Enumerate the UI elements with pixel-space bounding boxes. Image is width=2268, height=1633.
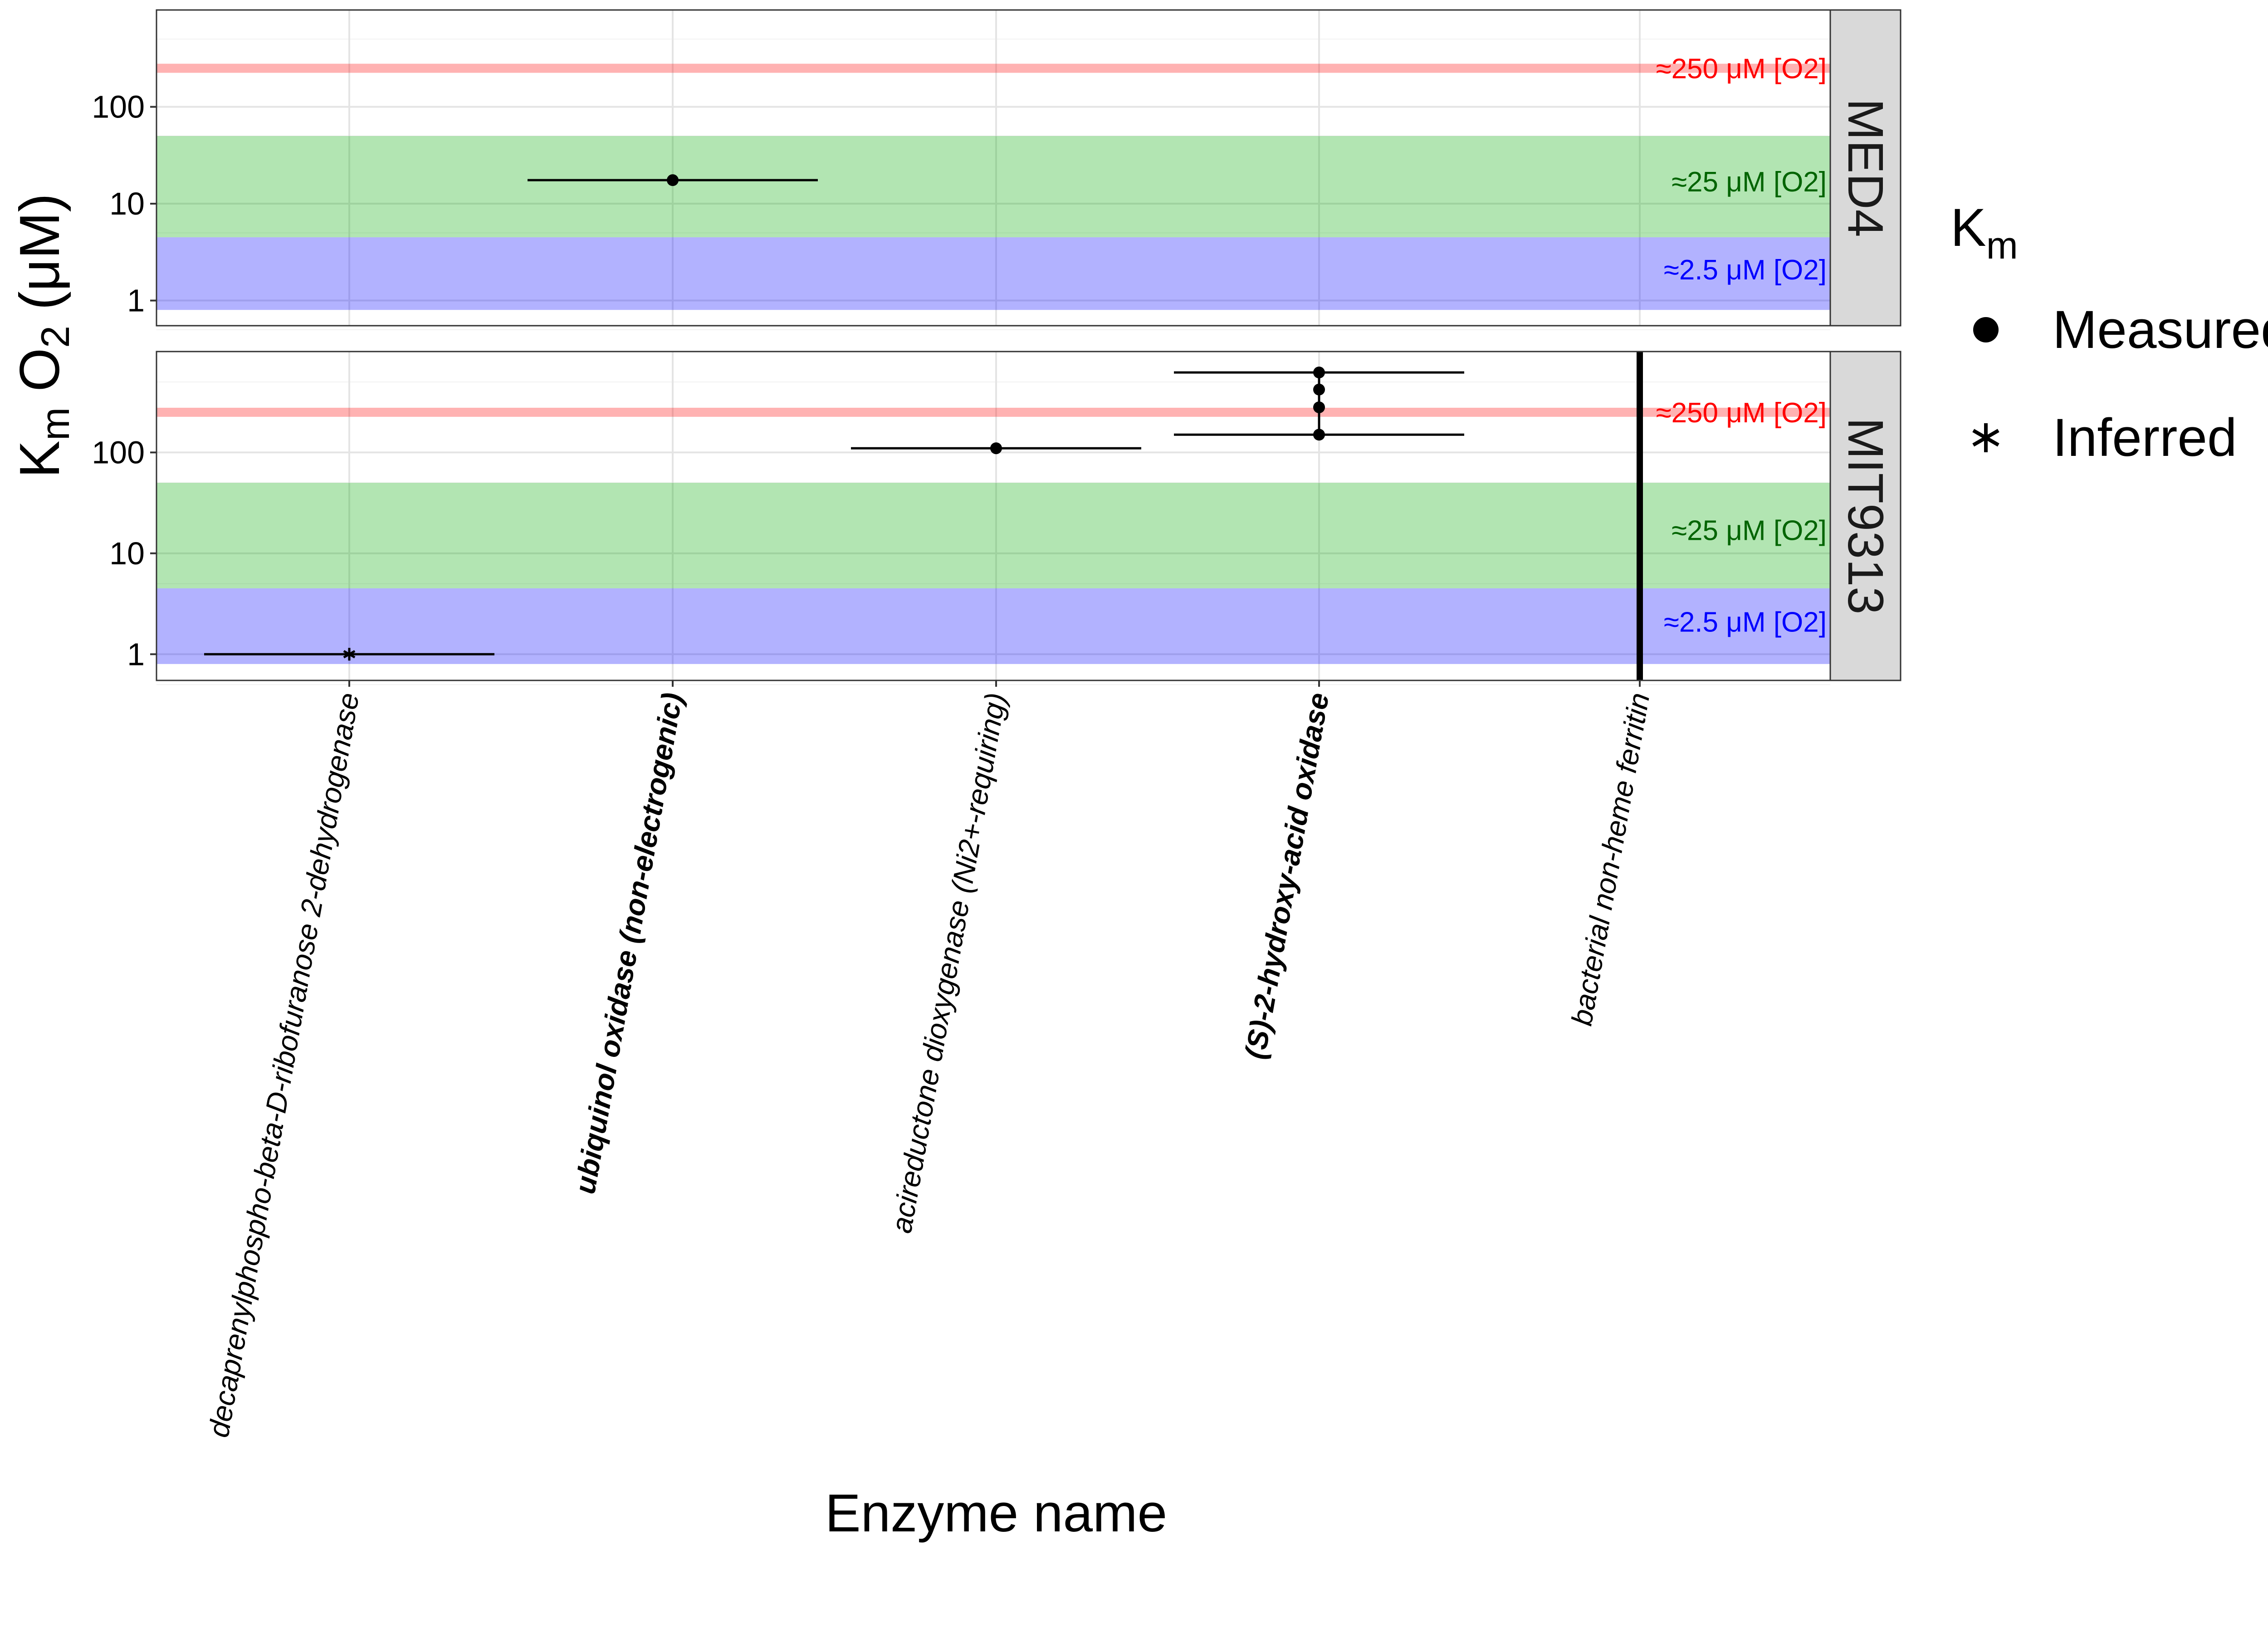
point-measured xyxy=(1313,401,1325,413)
point-measured xyxy=(667,174,679,186)
y-axis-label: Km O2 (μM) xyxy=(9,193,78,478)
reference-label: ≈250 μM [O2] xyxy=(1656,397,1827,429)
x-axis-label: Enzyme name xyxy=(825,1483,1167,1543)
x-tick-label: acireductone dioxygenase (Ni2+-requiring… xyxy=(885,690,1012,1236)
x-tick-label: decaprenylphospho-beta-D-ribofuranose 2-… xyxy=(202,690,365,1440)
y-tick-label: 10 xyxy=(109,536,145,571)
reference-label: ≈2.5 μM [O2] xyxy=(1664,254,1827,286)
x-tick-label: ubiquinol oxidase (non-electrogenic) xyxy=(568,690,689,1197)
facet-label: MED4 xyxy=(1838,98,1893,237)
facet-label: MIT9313 xyxy=(1838,417,1893,614)
reference-label: ≈250 μM [O2] xyxy=(1656,54,1827,85)
x-axis: decaprenylphospho-beta-D-ribofuranose 2-… xyxy=(202,680,1656,1440)
reference-band xyxy=(156,483,1830,588)
panel-background xyxy=(156,352,1830,680)
y-tick-label: 1 xyxy=(127,636,145,672)
panel-med4: ≈250 μM [O2] ≈25 μM [O2] ≈2.5 μM [O2] 1 10 10… xyxy=(92,9,1901,330)
reference-band xyxy=(156,136,1830,238)
legend-key-inferred-stroke xyxy=(1972,429,1999,447)
point-measured xyxy=(1313,429,1325,441)
facet-strip xyxy=(1829,9,1901,327)
legend-label: Measured xyxy=(2053,300,2268,360)
reference-label: ≈2.5 μM [O2] xyxy=(1664,607,1827,638)
point-inferred-stroke xyxy=(343,650,356,659)
point-measured xyxy=(1313,383,1325,396)
reference-band xyxy=(156,588,1830,664)
legend-key-measured xyxy=(1973,317,1999,342)
y-tick-label: 100 xyxy=(92,435,145,470)
panel-background xyxy=(156,10,1830,326)
reference-label: ≈25 μM [O2] xyxy=(1672,166,1827,198)
point-measured xyxy=(1313,367,1325,379)
reference-label: ≈25 μM [O2] xyxy=(1672,515,1827,547)
y-tick-label: 10 xyxy=(109,186,145,221)
panel-mit9313: ≈250 μM [O2] ≈25 μM [O2] ≈2.5 μM [O2] 1 10 10… xyxy=(92,351,1901,685)
legend-key-inferred xyxy=(1972,423,1999,452)
legend-title: Km xyxy=(1950,198,2018,267)
facet-strip xyxy=(1829,351,1901,681)
point-measured xyxy=(990,442,1002,455)
x-tick-label: bacterial non-heme ferritin xyxy=(1565,690,1656,1028)
point-inferred xyxy=(343,648,356,661)
y-axis-title: Km O2 (μM) xyxy=(9,193,78,478)
y-tick-label: 1 xyxy=(127,283,145,318)
reference-band xyxy=(156,237,1830,310)
facet-panels: ≈250 μM [O2] ≈25 μM [O2] ≈2.5 μM [O2] 1 10 10… xyxy=(92,9,1901,685)
x-tick-label: (S)-2-hydroxy-acid oxidase xyxy=(1239,690,1335,1061)
legend-label: Inferred xyxy=(2053,408,2237,468)
y-tick-label: 100 xyxy=(92,89,145,125)
